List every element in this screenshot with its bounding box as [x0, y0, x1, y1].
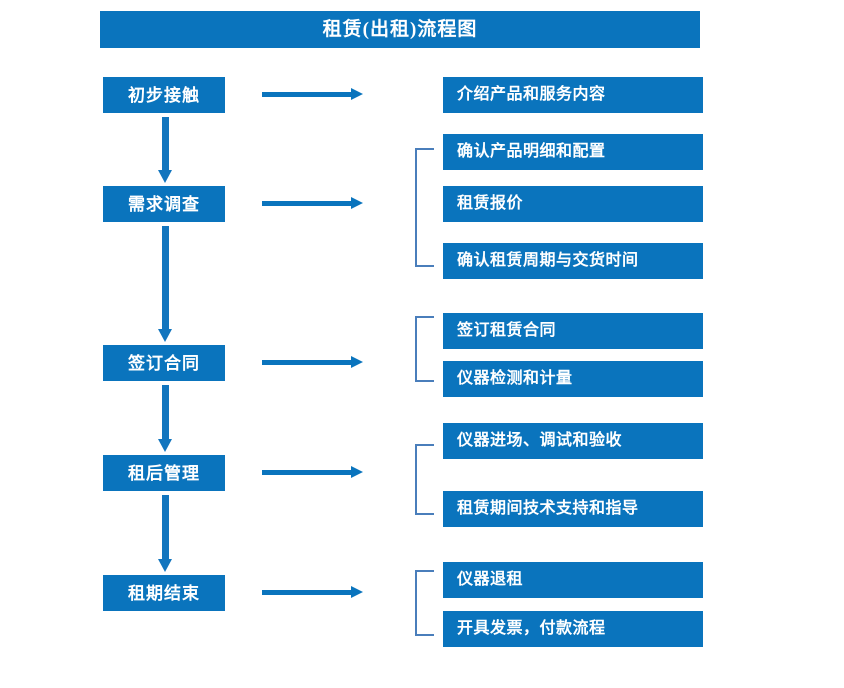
arrow-head-down-icon: [158, 439, 172, 452]
detail-box-7[interactable]: 仪器进场、调试和验收: [443, 423, 703, 459]
vertical-arrow-4: [158, 495, 173, 572]
arrow-shaft: [262, 590, 352, 595]
vertical-arrow-2: [158, 226, 173, 342]
stage-box-2[interactable]: 需求调查: [103, 186, 225, 222]
arrow-head-down-icon: [158, 559, 172, 572]
diagram-title: 租赁(出租)流程图: [100, 11, 700, 48]
arrow-head-right-icon: [351, 466, 363, 478]
detail-box-2[interactable]: 确认产品明细和配置: [443, 134, 703, 170]
arrow-shaft: [162, 385, 169, 439]
group-bracket-term-end: [415, 570, 434, 636]
detail-box-3[interactable]: 租赁报价: [443, 186, 703, 222]
detail-box-4[interactable]: 确认租赁周期与交货时间: [443, 243, 703, 279]
vertical-arrow-3: [158, 385, 173, 452]
arrow-head-down-icon: [158, 329, 172, 342]
detail-box-9[interactable]: 仪器退租: [443, 562, 703, 598]
arrow-shaft: [262, 92, 352, 97]
arrow-head-right-icon: [351, 88, 363, 100]
stage-box-4[interactable]: 租后管理: [103, 455, 225, 491]
detail-box-10[interactable]: 开具发票，付款流程: [443, 611, 703, 647]
horizontal-arrow-4: [262, 466, 363, 479]
horizontal-arrow-2: [262, 197, 363, 210]
arrow-head-down-icon: [158, 170, 172, 183]
arrow-shaft: [262, 360, 352, 365]
horizontal-arrow-3: [262, 356, 363, 369]
group-bracket-demand: [415, 148, 434, 267]
detail-box-6[interactable]: 仪器检测和计量: [443, 361, 703, 397]
horizontal-arrow-5: [262, 586, 363, 599]
detail-box-5[interactable]: 签订租赁合同: [443, 313, 703, 349]
detail-box-1[interactable]: 介绍产品和服务内容: [443, 77, 703, 113]
group-bracket-contract: [415, 316, 434, 382]
arrow-shaft: [262, 470, 352, 475]
arrow-shaft: [162, 117, 169, 170]
stage-box-3[interactable]: 签订合同: [103, 345, 225, 381]
arrow-shaft: [162, 495, 169, 559]
vertical-arrow-1: [158, 117, 173, 183]
arrow-shaft: [162, 226, 169, 329]
horizontal-arrow-1: [262, 88, 363, 101]
arrow-head-right-icon: [351, 586, 363, 598]
stage-box-1[interactable]: 初步接触: [103, 77, 225, 113]
detail-box-8[interactable]: 租赁期间技术支持和指导: [443, 491, 703, 527]
arrow-head-right-icon: [351, 197, 363, 209]
group-bracket-post-rental: [415, 444, 434, 515]
stage-box-5[interactable]: 租期结束: [103, 575, 225, 611]
arrow-head-right-icon: [351, 356, 363, 368]
arrow-shaft: [262, 201, 352, 206]
